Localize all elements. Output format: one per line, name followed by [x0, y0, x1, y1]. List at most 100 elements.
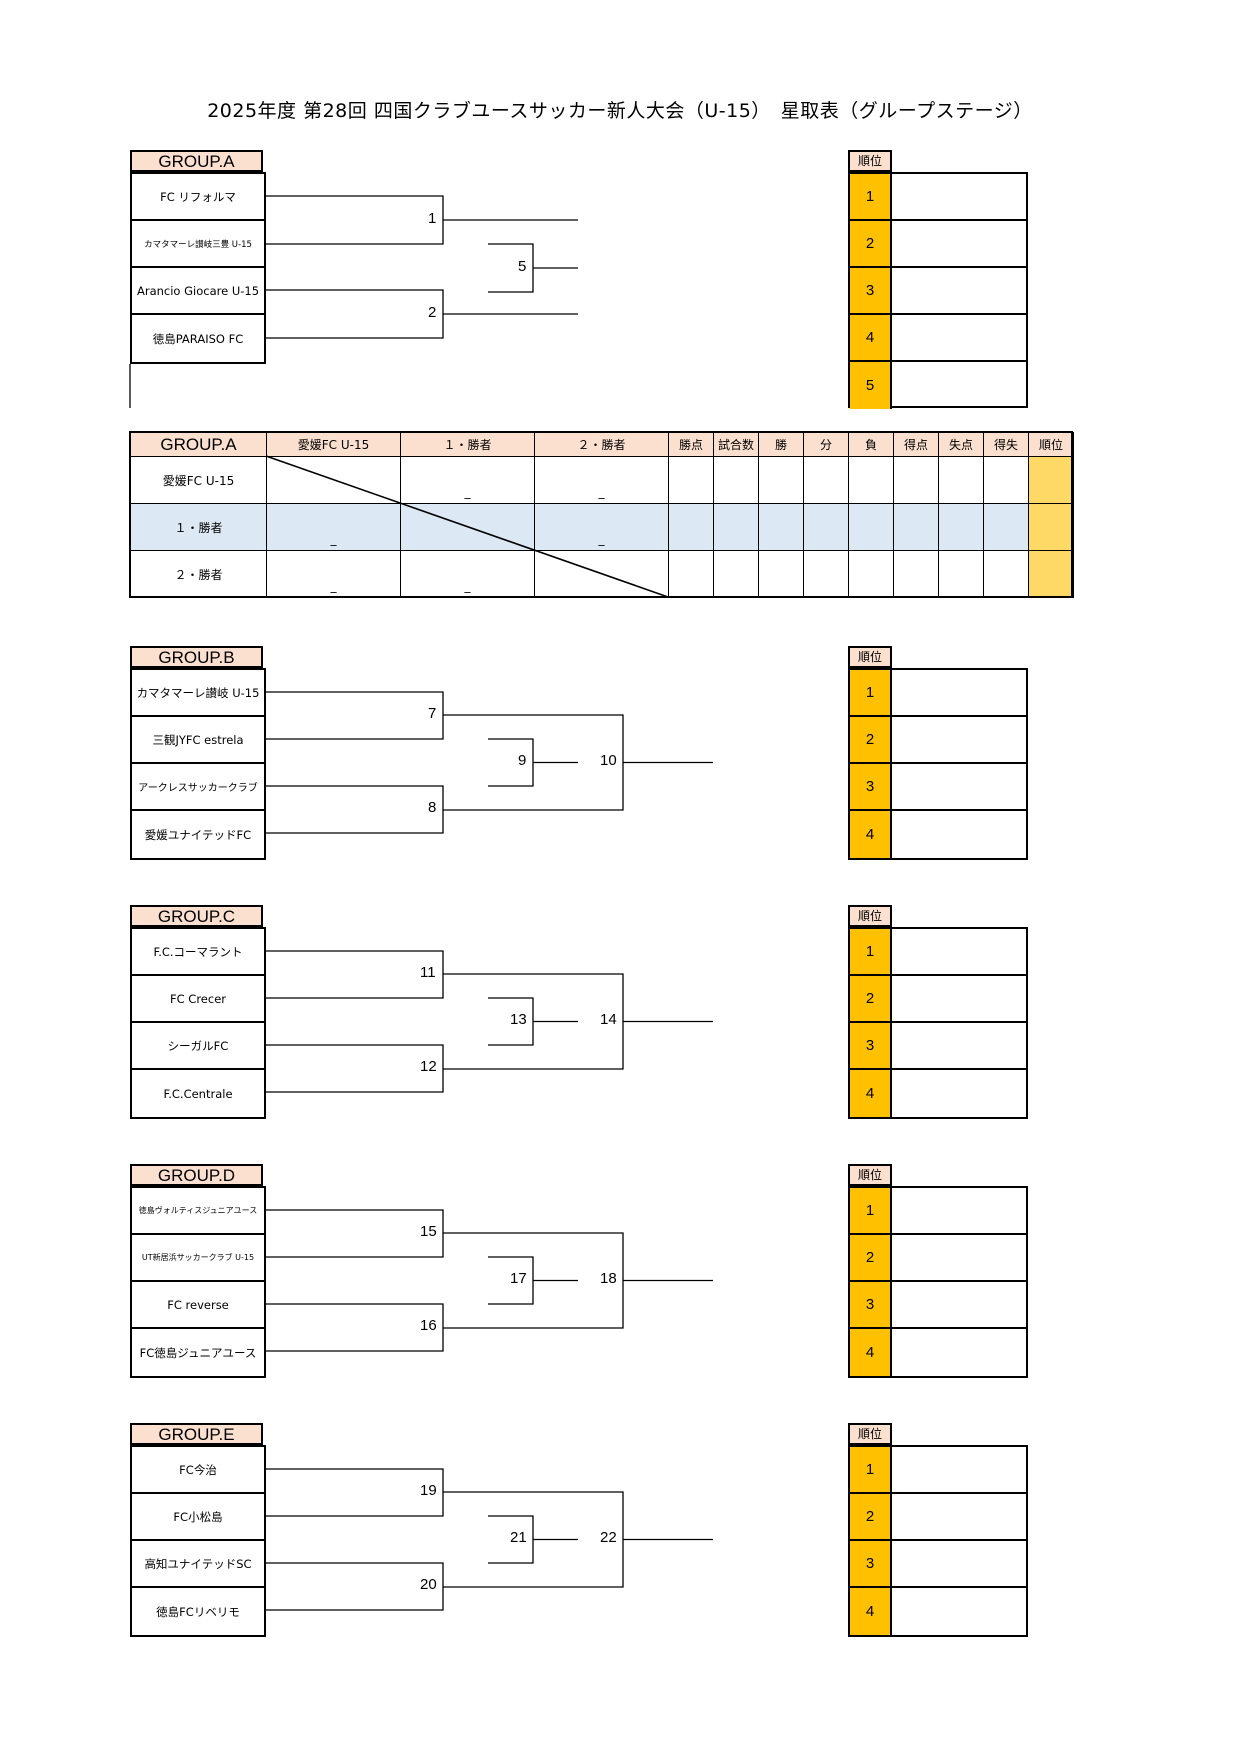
stat-header: 試合数	[713, 432, 759, 457]
match-number: 18	[600, 1270, 617, 1287]
match-number: 21	[510, 1529, 527, 1546]
group-e-rank-table: 1 2 3 4	[848, 1445, 1028, 1637]
team-name: Arancio Giocare U-15	[132, 268, 264, 315]
rank-number: 1	[850, 670, 892, 715]
team-name: FC小松島	[132, 1494, 264, 1541]
stat-cell	[668, 503, 714, 551]
rank-number: 3	[850, 1282, 892, 1327]
match-number: 5	[518, 258, 527, 275]
stat-cell	[713, 503, 759, 551]
match-number: 14	[600, 1011, 617, 1028]
rank-number: 1	[850, 1447, 892, 1492]
group-c-team-list: F.C.コーマラント FC Crecer シーガルFC F.C.Centrale	[130, 927, 266, 1119]
stat-header: 勝	[758, 432, 804, 457]
rank-number: 5	[850, 362, 892, 409]
rank-header: 順位	[848, 150, 892, 172]
stat-cell	[893, 456, 939, 504]
team-name: 徳島PARAISO FC	[152, 331, 244, 346]
stat-header: 分	[803, 432, 849, 457]
score-cell: _	[534, 503, 669, 551]
score-cell: _	[534, 456, 669, 504]
stat-cell	[713, 456, 759, 504]
rank-number: 3	[850, 764, 892, 809]
team-name: 三観JYFC estrela	[132, 717, 264, 764]
match-number: 7	[428, 705, 437, 722]
league-group-name: GROUP.A	[130, 432, 267, 457]
team-name: F.C.Centrale	[163, 1086, 233, 1101]
stat-cell	[758, 456, 804, 504]
rank-header: 順位	[848, 1423, 892, 1445]
team-name: FC reverse	[132, 1282, 264, 1329]
match-number: 16	[420, 1317, 437, 1334]
rank-header: 順位	[848, 905, 892, 927]
group-a-team-list: FC リフォルマ カマタマーレ讃岐三豊 U-15 Arancio Giocare…	[130, 172, 266, 364]
group-c-header: GROUP.C	[130, 905, 263, 927]
team-name: 愛媛ユナイテッドFC	[144, 827, 252, 842]
group-d-header: GROUP.D	[130, 1164, 263, 1186]
rank-number: 3	[850, 268, 892, 313]
group-b-rank-table: 1 2 3 4	[848, 668, 1028, 860]
rank-number: 1	[850, 174, 892, 219]
team-name: カマタマーレ讃岐 U-15	[132, 670, 264, 717]
rank-number: 4	[850, 811, 892, 858]
team-name: FC今治	[132, 1447, 264, 1494]
rank-number: 2	[850, 717, 892, 762]
stat-cell	[893, 503, 939, 551]
match-number: 15	[420, 1223, 437, 1240]
stat-cell	[803, 456, 849, 504]
league-header-row: GROUP.A 愛媛FC U-15 １・勝者 ２・勝者 勝点 試合数 勝 分 負…	[130, 432, 1074, 457]
rank-number: 1	[850, 1188, 892, 1233]
team-name: FC リフォルマ	[132, 174, 264, 221]
rank-header: 順位	[848, 1164, 892, 1186]
match-number: 22	[600, 1529, 617, 1546]
team-name: アークレスサッカークラブ	[132, 764, 264, 811]
stat-cell	[893, 550, 939, 598]
league-column-header: ２・勝者	[534, 432, 669, 457]
league-row: 愛媛FC U-15 _ _	[130, 456, 1074, 504]
team-name: シーガルFC	[132, 1023, 264, 1070]
stat-header: 得失	[983, 432, 1029, 457]
team-name: 高知ユナイテッドSC	[132, 1541, 264, 1588]
league-row-name: １・勝者	[130, 503, 267, 551]
page-title: 2025年度 第28回 四国クラブユースサッカー新人大会（U-15） 星取表（グ…	[207, 100, 1033, 122]
stat-cell	[848, 503, 894, 551]
stat-cell	[758, 503, 804, 551]
rank-number: 2	[850, 1494, 892, 1539]
stat-cell	[713, 550, 759, 598]
stat-cell	[938, 503, 984, 551]
rank-number: 1	[850, 929, 892, 974]
match-number: 10	[600, 752, 617, 769]
team-name: カマタマーレ讃岐三豊 U-15	[132, 221, 264, 268]
match-number: 2	[428, 304, 437, 321]
rank-number: 3	[850, 1541, 892, 1586]
rank-number: 2	[850, 221, 892, 266]
match-number: 20	[420, 1576, 437, 1593]
stat-header: 順位	[1028, 432, 1074, 457]
rank-number: 3	[850, 1023, 892, 1068]
stat-cell	[803, 550, 849, 598]
score-cell: _	[266, 503, 401, 551]
rank-number: 2	[850, 1235, 892, 1280]
match-number: 17	[510, 1270, 527, 1287]
stat-cell	[938, 550, 984, 598]
stat-cell	[668, 550, 714, 598]
group-d-rank-table: 1 2 3 4	[848, 1186, 1028, 1378]
match-number: 9	[518, 752, 527, 769]
rank-number: 4	[850, 1588, 892, 1635]
team-name: FC徳島ジュニアユース	[139, 1345, 257, 1360]
group-c-rank-table: 1 2 3 4	[848, 927, 1028, 1119]
team-name: 徳島FCリベリモ	[156, 1604, 240, 1619]
group-a-header: GROUP.A	[130, 150, 263, 172]
team-name: F.C.コーマラント	[132, 929, 264, 976]
league-row-name: 愛媛FC U-15	[130, 456, 267, 504]
match-number: 13	[510, 1011, 527, 1028]
team-name: 徳島ヴォルティスジュニアユース	[132, 1188, 264, 1235]
league-column-header: １・勝者	[400, 432, 535, 457]
group-b-team-list: カマタマーレ讃岐 U-15 三観JYFC estrela アークレスサッカークラ…	[130, 668, 266, 860]
rank-number: 4	[850, 315, 892, 360]
group-e-header: GROUP.E	[130, 1423, 263, 1445]
team-name: UT新居浜サッカークラブ U-15	[132, 1235, 264, 1282]
league-row-name: ２・勝者	[130, 550, 267, 598]
